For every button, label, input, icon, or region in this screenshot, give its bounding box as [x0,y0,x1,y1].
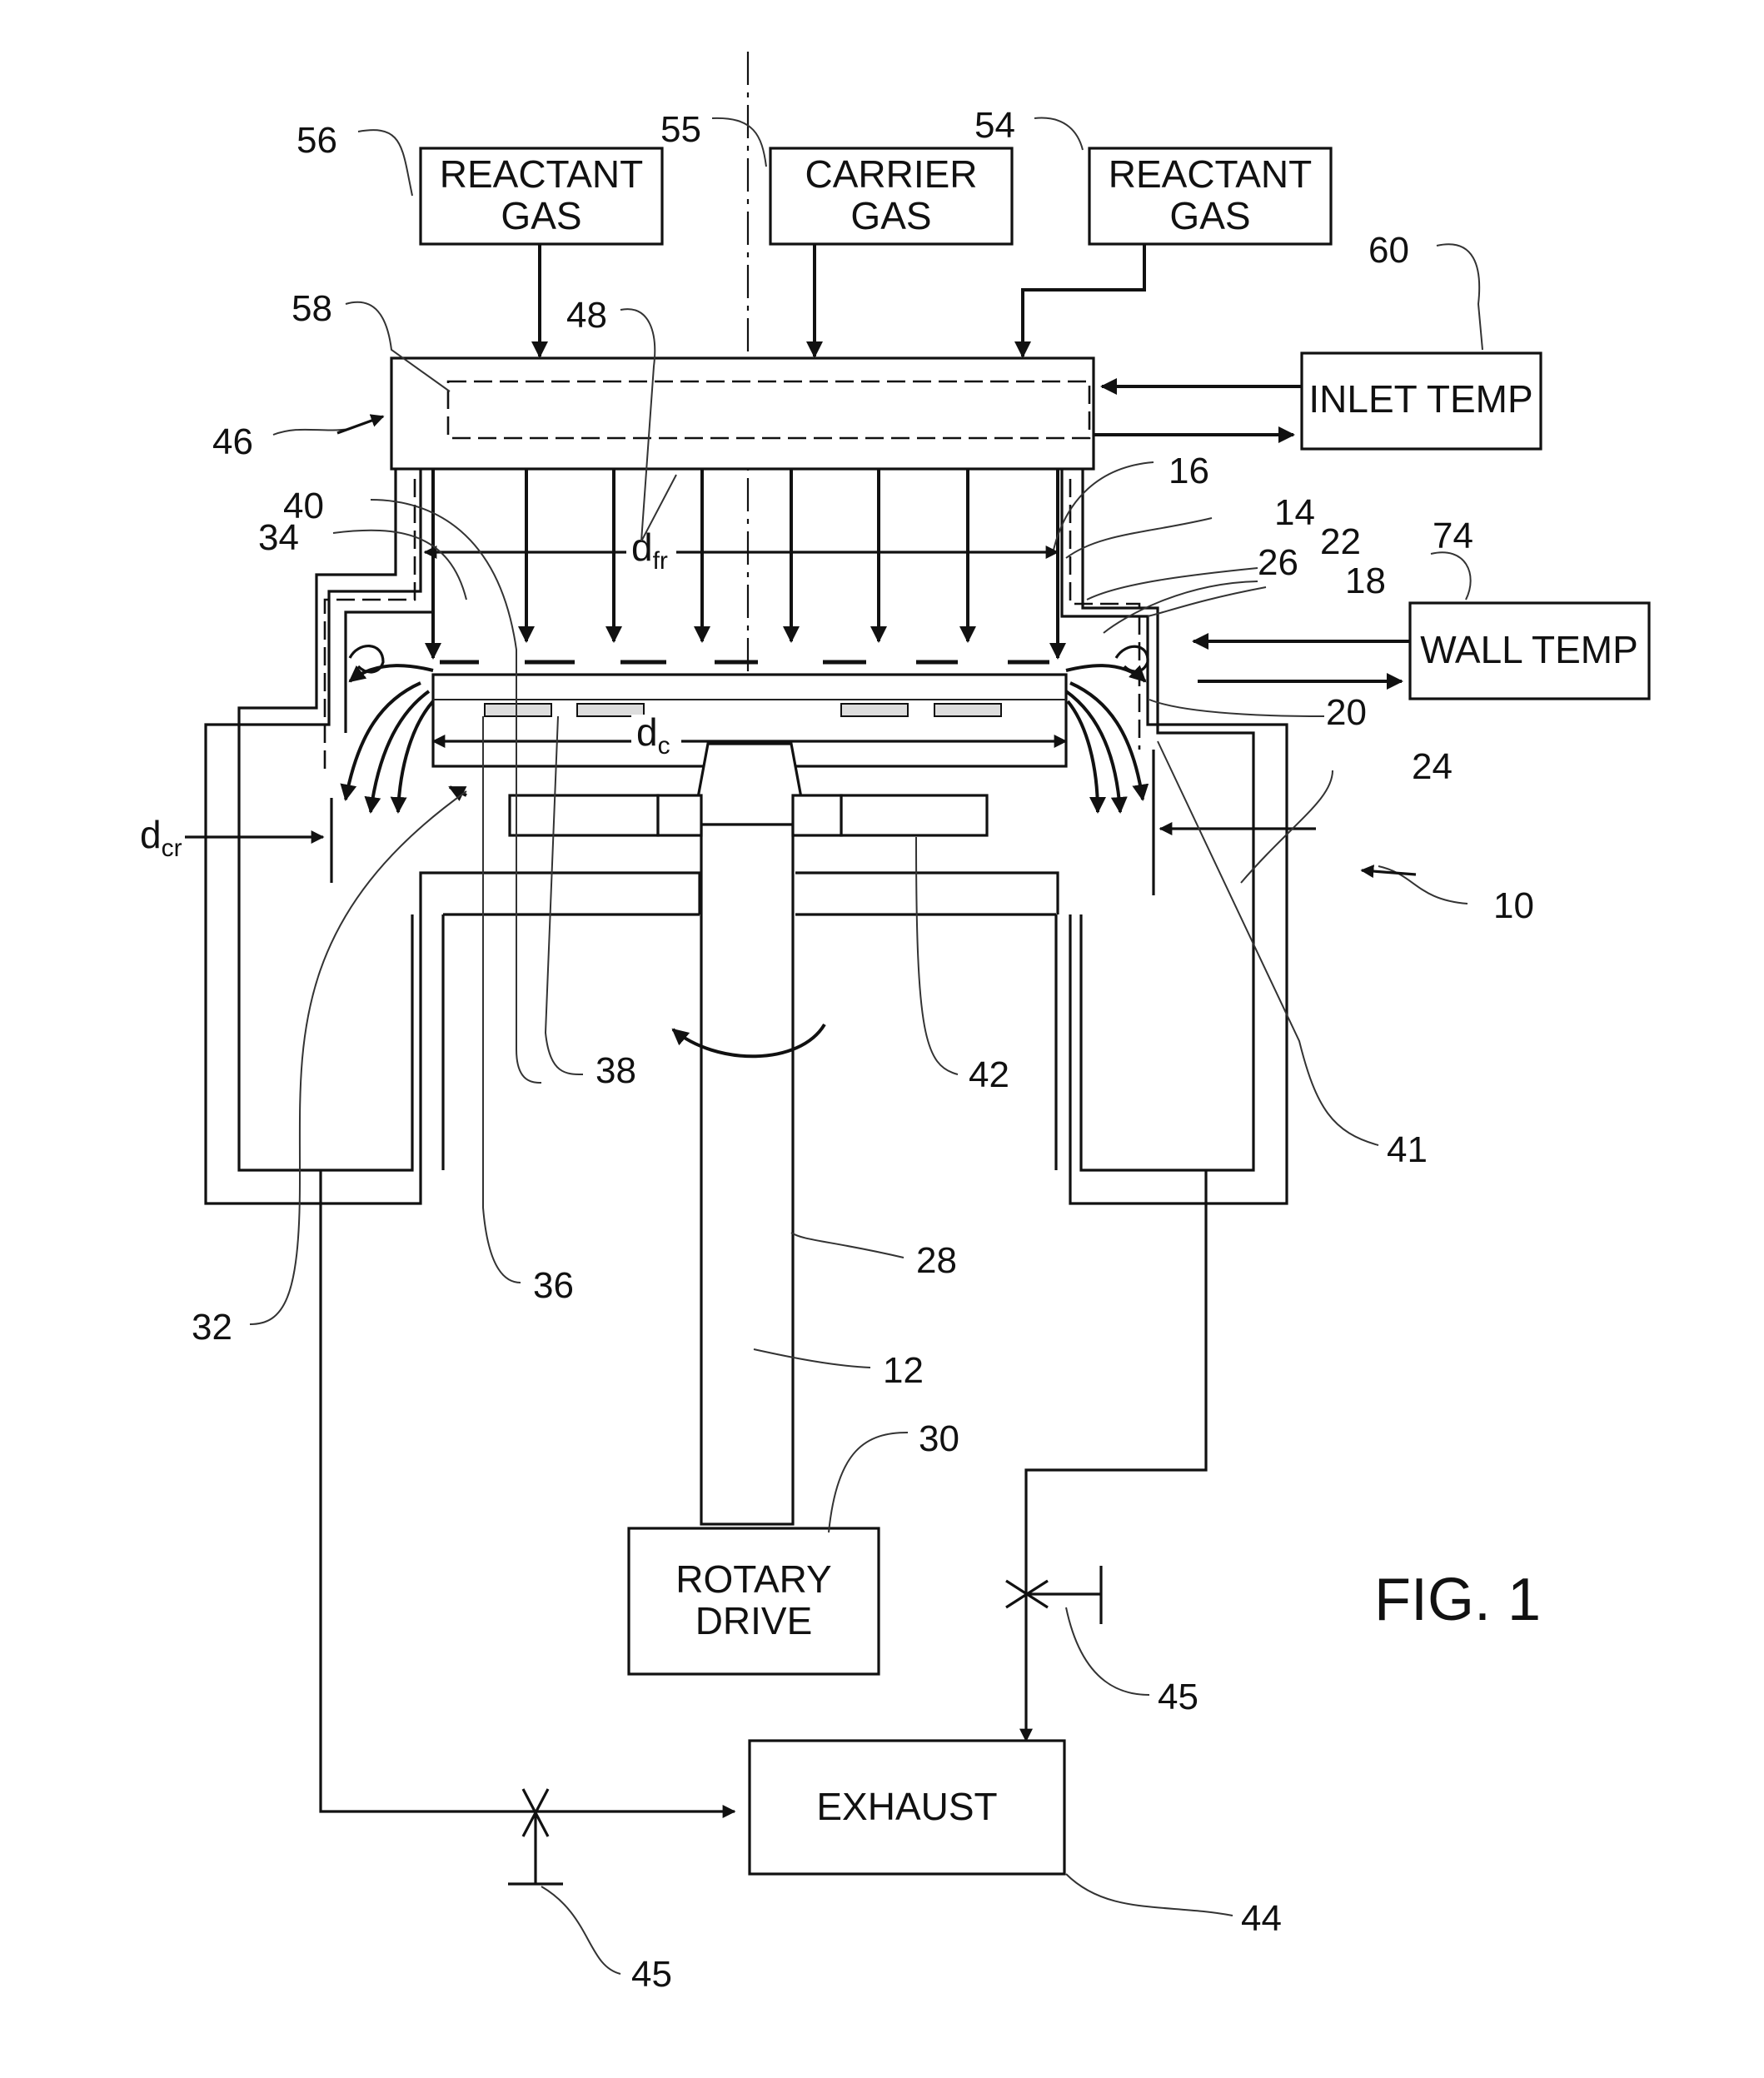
dcr-label: dcr [140,813,182,862]
exhaust-line-left [321,1170,735,1811]
chamber-floor-left [421,873,700,914]
reactant-gas-54-line2: GAS [1169,194,1250,237]
reactant-gas-box-54: REACTANT GAS [1089,148,1331,244]
ref-54: 54 [974,105,1015,146]
left-inner-wall [239,469,412,1170]
flow-inlet-element [391,358,1094,469]
ref-36: 36 [533,1265,574,1306]
reactant-gas-56-line2: GAS [501,194,581,237]
downward-flow-arrows [433,469,1058,658]
ref-58: 58 [292,288,332,329]
ref-28: 28 [916,1240,957,1281]
ref-56: 56 [296,120,337,161]
wall-temp-box: WALL TEMP [1410,603,1649,699]
rotary-drive-line1: ROTARY [675,1557,831,1601]
ref-26: 26 [1258,542,1298,583]
ref-60: 60 [1368,230,1409,271]
heater-plate-mid2 [793,795,841,835]
edge-flow-right [1066,646,1148,812]
spindle-shaft [701,825,793,1524]
heater-plate-right [841,795,987,835]
ref-46-arrow [337,416,383,433]
ref-41: 41 [1387,1129,1428,1170]
ref-48: 48 [566,295,607,336]
spindle-cone [693,744,806,825]
exhaust-label: EXHAUST [816,1785,997,1828]
ref-16: 16 [1169,451,1209,491]
heater-plate-mid [658,795,701,835]
ref-10-arrow [1362,870,1416,875]
inlet-temp-label: INLET TEMP [1308,377,1532,421]
ref-44: 44 [1241,1898,1282,1939]
reactant-gas-box-56: REACTANT GAS [421,148,662,244]
ref-14: 14 [1274,492,1315,533]
rotary-drive-box: ROTARY DRIVE [629,1528,879,1674]
ref-74: 74 [1433,516,1473,556]
chamber-floor-right [795,873,1058,914]
reactant-gas-56-line1: REACTANT [440,152,644,196]
ref-45-right: 45 [1158,1677,1198,1717]
ref-22: 22 [1320,521,1361,562]
heater-plate-left [510,795,658,835]
reactant-feed-arrow-right [1023,244,1144,356]
ref-38: 38 [595,1050,636,1091]
exhaust-line-right [1026,1170,1206,1741]
ref-18: 18 [1345,561,1386,601]
ref-30: 30 [919,1418,959,1459]
figure-title: FIG. 1 [1374,1567,1541,1633]
ref-10: 10 [1493,885,1534,926]
right-inner-wall [1081,469,1253,1170]
carrier-gas-line1: CARRIER [805,152,977,196]
reactant-gas-54-line1: REACTANT [1109,152,1313,196]
ref-45-left: 45 [631,1954,672,1995]
valve-45-left [508,1789,563,1884]
ref-42: 42 [969,1054,1009,1095]
valve-45-right [1006,1566,1101,1624]
carrier-gas-box-55: CARRIER GAS [770,148,1012,244]
rotary-drive-line2: DRIVE [695,1599,813,1642]
ref-12: 12 [883,1350,924,1391]
wall-temp-label: WALL TEMP [1420,628,1638,671]
ref-55: 55 [660,109,701,150]
ref-24: 24 [1412,746,1453,787]
ref-20: 20 [1326,692,1367,733]
inlet-temp-box: INLET TEMP [1302,353,1541,449]
ref-34: 34 [258,517,299,558]
ref-32: 32 [192,1307,232,1348]
exhaust-box: EXHAUST [750,1741,1064,1874]
carrier-gas-line2: GAS [850,194,931,237]
ref-46: 46 [212,421,253,462]
